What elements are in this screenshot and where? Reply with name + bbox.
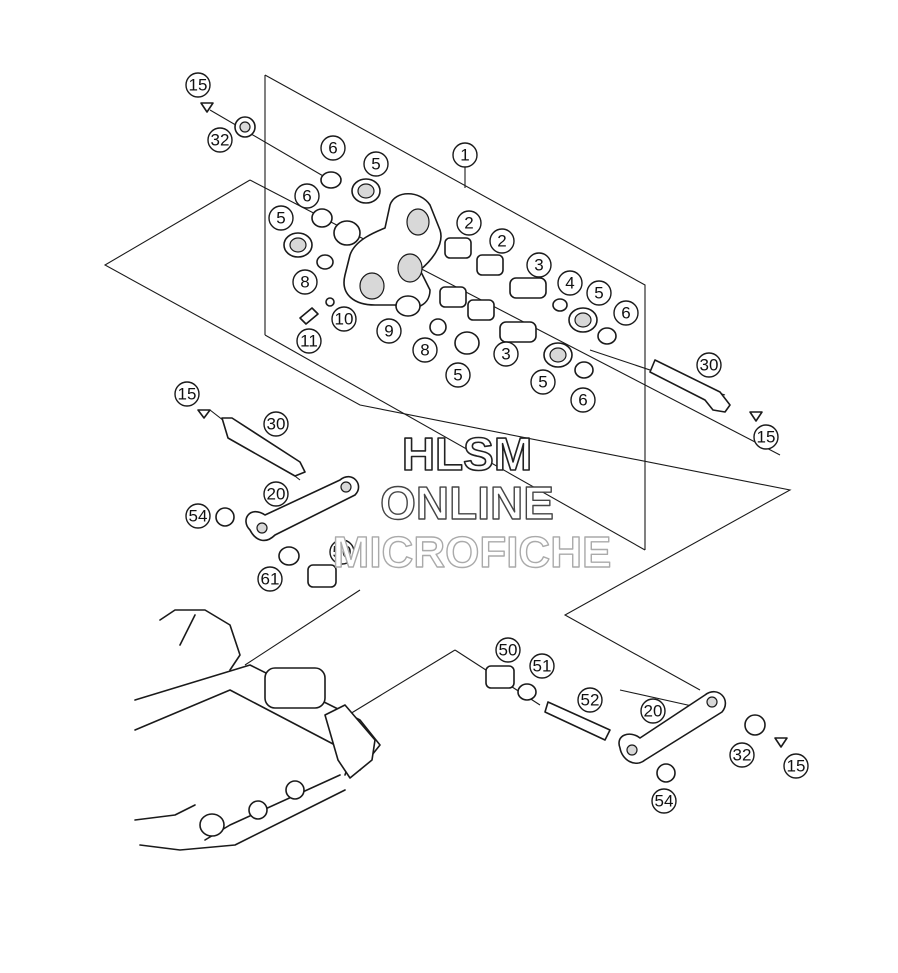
callout-6-c: 6 xyxy=(613,300,639,326)
watermark-line-3: MICROFICHE xyxy=(333,528,612,577)
watermark: HLSM ONLINE MICROFICHE xyxy=(332,427,612,578)
callout-8-b: 8 xyxy=(412,337,438,363)
link-rods xyxy=(215,475,766,783)
callout-5-c: 5 xyxy=(586,280,612,306)
callout-50-left: 50 xyxy=(329,539,355,565)
callout-3-a: 3 xyxy=(526,252,552,278)
callout-4: 4 xyxy=(557,270,583,296)
callout-11: 11 xyxy=(296,328,322,354)
callout-1: 1 xyxy=(452,142,478,168)
svg-text:15: 15 xyxy=(189,76,208,95)
callout-9: 9 xyxy=(376,318,402,344)
svg-text:61: 61 xyxy=(261,570,280,589)
svg-text:5: 5 xyxy=(594,284,603,303)
watermark-line-1: HLSM xyxy=(402,428,532,480)
callout-32-top: 32 xyxy=(207,127,233,153)
callout-20-right: 20 xyxy=(640,698,666,724)
callout-32-bottom: 32 xyxy=(729,742,755,768)
svg-text:50: 50 xyxy=(499,641,518,660)
callout-51: 51 xyxy=(529,653,555,679)
callout-2-a: 2 xyxy=(456,210,482,236)
callout-5-b: 5 xyxy=(268,205,294,231)
svg-text:6: 6 xyxy=(621,304,630,323)
callout-15-right: 15 xyxy=(753,424,779,450)
svg-text:8: 8 xyxy=(420,341,429,360)
callout-8-a: 8 xyxy=(292,269,318,295)
svg-text:51: 51 xyxy=(533,657,552,676)
callout-15-bottom: 15 xyxy=(783,753,809,779)
svg-text:5: 5 xyxy=(453,366,462,385)
callout-5-d: 5 xyxy=(445,362,471,388)
pivot-bolts xyxy=(221,359,731,741)
svg-text:2: 2 xyxy=(464,214,473,233)
svg-text:20: 20 xyxy=(644,702,663,721)
svg-text:20: 20 xyxy=(267,485,286,504)
svg-text:54: 54 xyxy=(655,792,674,811)
callout-6-b: 6 xyxy=(294,183,320,209)
svg-text:1: 1 xyxy=(460,146,469,165)
svg-text:32: 32 xyxy=(211,131,230,150)
svg-text:6: 6 xyxy=(328,139,337,158)
bearing-parts xyxy=(197,102,788,748)
svg-text:15: 15 xyxy=(178,385,197,404)
callout-30-left: 30 xyxy=(263,411,289,437)
callout-5-a: 5 xyxy=(363,151,389,177)
svg-text:5: 5 xyxy=(538,373,547,392)
svg-text:15: 15 xyxy=(757,428,776,447)
svg-text:4: 4 xyxy=(565,274,574,293)
svg-text:3: 3 xyxy=(501,345,510,364)
svg-text:50: 50 xyxy=(333,543,352,562)
svg-text:5: 5 xyxy=(276,209,285,228)
callout-labels: 15 32 1 6 5 6 5 2 2 3 4 5 6 8 10 11 9 8 … xyxy=(174,72,809,814)
callout-30-right: 30 xyxy=(696,352,722,378)
callout-15-left: 15 xyxy=(174,381,200,407)
callout-6-d: 6 xyxy=(570,387,596,413)
callout-10: 10 xyxy=(331,306,357,332)
svg-text:54: 54 xyxy=(189,507,208,526)
svg-text:30: 30 xyxy=(267,415,286,434)
svg-text:9: 9 xyxy=(384,322,393,341)
callout-52: 52 xyxy=(577,687,603,713)
callout-3-b: 3 xyxy=(493,341,519,367)
svg-text:10: 10 xyxy=(335,310,354,329)
svg-text:52: 52 xyxy=(581,691,600,710)
callout-50-right: 50 xyxy=(495,637,521,663)
svg-text:3: 3 xyxy=(534,256,543,275)
linkage-rocker xyxy=(343,192,442,309)
callout-2-b: 2 xyxy=(489,228,515,254)
callout-6-a: 6 xyxy=(320,135,346,161)
watermark-line-2: ONLINE xyxy=(380,477,554,529)
svg-text:5: 5 xyxy=(371,155,380,174)
svg-text:11: 11 xyxy=(300,332,318,351)
svg-text:30: 30 xyxy=(700,356,719,375)
svg-text:32: 32 xyxy=(733,746,752,765)
svg-text:6: 6 xyxy=(578,391,587,410)
svg-text:15: 15 xyxy=(787,757,806,776)
swingarm xyxy=(134,609,381,851)
svg-text:6: 6 xyxy=(302,187,311,206)
callout-61: 61 xyxy=(257,566,283,592)
callout-20-left: 20 xyxy=(263,481,289,507)
callout-5-e: 5 xyxy=(530,369,556,395)
svg-text:8: 8 xyxy=(300,273,309,292)
callout-15-top: 15 xyxy=(185,72,211,98)
projection-lines xyxy=(103,109,792,721)
callout-54-left: 54 xyxy=(185,503,211,529)
svg-text:2: 2 xyxy=(497,232,506,251)
callout-54-bottom: 54 xyxy=(651,788,677,814)
